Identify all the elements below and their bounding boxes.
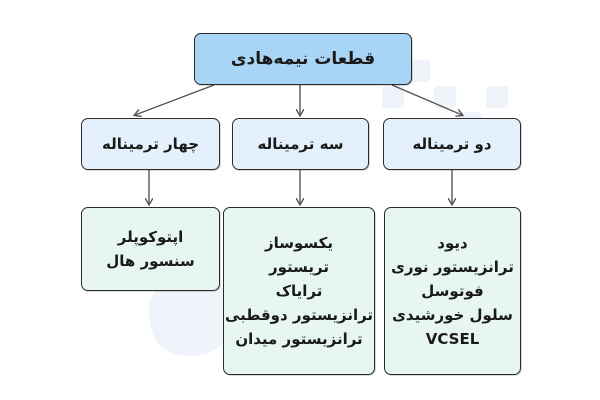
category-two-terminal-label: دو ترمیناله: [412, 135, 492, 153]
leaf-four-terminal-devices: اپتوکوپلر سنسور هال: [81, 207, 220, 291]
category-three-terminal: سه ترمیناله: [232, 118, 369, 170]
device-item: اپتوکوپلر: [117, 228, 184, 246]
device-item: ترانزیستور دوقطبی: [224, 306, 374, 324]
category-two-terminal: دو ترمیناله: [383, 118, 521, 170]
category-three-terminal-label: سه ترمیناله: [257, 135, 344, 153]
device-item: سلول خورشیدی: [392, 306, 513, 324]
device-item: ترانزیستور میدان: [235, 330, 363, 348]
leaf-three-terminal-devices: یکسوساز تریستور ترایاک ترانزیستور دوقطبی…: [223, 207, 375, 375]
connector-root-four: [135, 84, 215, 115]
connector-root-two: [391, 84, 462, 115]
category-four-terminal: چهار ترمیناله: [81, 118, 220, 170]
device-item: تریستور: [268, 258, 330, 276]
leaf-two-terminal-devices: دیود ترانزیستور نوری فوتوسل سلول خورشیدی…: [384, 207, 521, 375]
device-item: ترایاک: [275, 282, 323, 300]
device-item: ترانزیستور نوری: [391, 258, 514, 276]
device-item: فوتوسل: [421, 282, 484, 300]
root-node: قطعات نیمه‌هادی: [194, 33, 412, 85]
device-item: یکسوساز: [264, 234, 334, 252]
device-item: سنسور هال: [106, 252, 195, 270]
device-item: VCSEL: [425, 330, 480, 348]
root-label: قطعات نیمه‌هادی: [230, 49, 376, 69]
category-four-terminal-label: چهار ترمیناله: [101, 135, 200, 153]
device-item: دیود: [437, 234, 468, 252]
